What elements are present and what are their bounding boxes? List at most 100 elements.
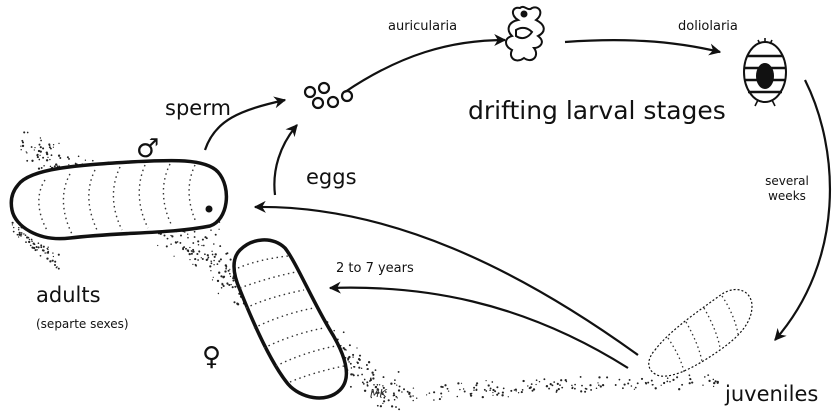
stipple-dot (68, 158, 70, 160)
stipple-dot (42, 157, 44, 159)
stipple-dot (548, 388, 550, 390)
stipple-dot (29, 239, 30, 240)
stipple-dot (366, 364, 368, 366)
stipple-dot (191, 253, 193, 255)
stipple-dot (202, 258, 204, 260)
stipple-dot (475, 384, 477, 386)
stipple-dot (652, 384, 654, 386)
stipple-dot (362, 381, 364, 383)
stipple-dot (40, 255, 42, 257)
stipple-dot (396, 384, 397, 385)
stipple-dot (41, 167, 43, 169)
stipple-dot (51, 154, 53, 156)
stipple-dot (211, 251, 212, 252)
stipple-dot (225, 268, 227, 270)
stipple-dot (228, 284, 230, 286)
stipple-dot (23, 233, 24, 234)
stipple-dot (368, 361, 370, 363)
stipple-dot (28, 237, 30, 239)
stipple-dot (49, 260, 51, 262)
stipple-dot (173, 256, 174, 257)
stipple-dot (37, 154, 39, 156)
stipple-dot (175, 242, 177, 244)
stipple-dot (218, 260, 220, 262)
stipple-dot (214, 256, 216, 258)
stipple-dot (490, 387, 492, 389)
stipple-dot (21, 140, 23, 142)
stipple-dot (36, 249, 37, 250)
stipple-dot (580, 390, 582, 392)
arrow-growth-years (330, 288, 628, 368)
stipple-dot (209, 265, 211, 267)
stipple-dot (440, 392, 442, 394)
stipple-dot (597, 382, 598, 383)
stipple-dot (75, 163, 77, 165)
stipple-dot (482, 396, 484, 398)
stipple-dot (627, 382, 629, 384)
stipple-dot (202, 239, 204, 241)
stipple-dot (229, 273, 231, 275)
stipple-dot (179, 242, 181, 244)
label-eggs: eggs (306, 167, 357, 188)
stipple-dot (669, 381, 671, 383)
stipple-dot (584, 391, 586, 393)
stipple-dot (358, 367, 360, 369)
stipple-dot (34, 149, 35, 150)
stipple-dot (667, 377, 669, 379)
stipple-dot (399, 385, 401, 387)
stipple-dot (356, 361, 358, 363)
stipple-dot (581, 385, 583, 387)
stipple-dot (663, 382, 665, 384)
stipple-dot (645, 383, 647, 385)
stipple-dot (518, 392, 519, 393)
stipple-dot (34, 147, 35, 148)
stipple-dot (373, 384, 375, 386)
stipple-dot (67, 156, 69, 158)
stipple-dot (444, 384, 446, 386)
stipple-dot (672, 379, 674, 381)
stipple-dot (689, 374, 691, 376)
stipple-dot (364, 379, 366, 381)
label-adults: adults (36, 285, 101, 306)
stipple-dot (624, 384, 626, 386)
stipple-dot (398, 371, 400, 373)
stipple-dot (651, 380, 653, 382)
stipple-dot (184, 231, 185, 232)
stipple-dot (393, 392, 395, 394)
stipple-dot (369, 380, 371, 382)
stipple-dot (198, 244, 200, 246)
stipple-dot (210, 229, 212, 231)
stipple-dot (189, 253, 191, 255)
stipple-dot (25, 234, 27, 236)
stipple-dot (598, 384, 600, 386)
stipple-dot (192, 242, 194, 244)
stipple-dot (196, 253, 198, 255)
auricularia-larva-icon (506, 7, 544, 61)
stipple-dot (521, 391, 523, 393)
stipple-dot (343, 331, 345, 333)
stipple-dot (371, 372, 373, 374)
label-juveniles: juveniles (725, 384, 818, 405)
stipple-dot (39, 150, 40, 151)
stipple-dot (476, 382, 478, 384)
label-weeks: weeks (752, 190, 822, 202)
stipple-dot (68, 164, 69, 165)
arrow-eggs-up (274, 125, 297, 195)
stipple-dot (194, 236, 196, 238)
stipple-dot (551, 384, 553, 386)
stipple-dot (357, 363, 358, 364)
stipple-dot (550, 383, 552, 385)
stipple-dot (655, 387, 657, 389)
stipple-dot (560, 379, 562, 381)
stipple-dot (501, 394, 503, 396)
stipple-dot (17, 234, 19, 236)
stipple-dot (215, 234, 217, 236)
stipple-dot (191, 250, 193, 252)
stipple-dot (492, 389, 494, 391)
stipple-dot (38, 242, 40, 244)
stipple-dot (361, 374, 363, 376)
stipple-dot (372, 377, 374, 379)
stipple-dot (12, 222, 14, 224)
stipple-dot (36, 246, 38, 248)
